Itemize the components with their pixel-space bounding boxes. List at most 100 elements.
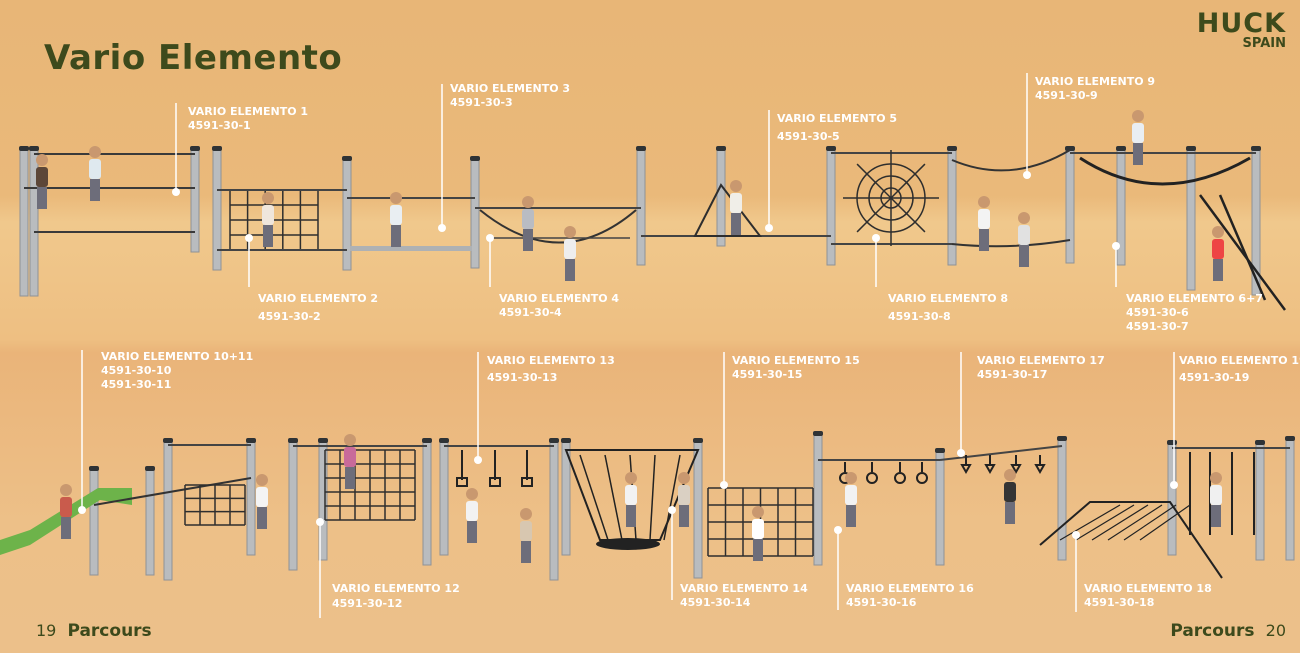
person-body bbox=[522, 209, 534, 229]
rope bbox=[1075, 504, 1135, 541]
leader-dot bbox=[316, 518, 324, 526]
gym-ring bbox=[866, 472, 878, 484]
leader-dot bbox=[872, 234, 880, 242]
rope bbox=[604, 454, 623, 541]
leader-dot bbox=[474, 456, 482, 464]
net-bridge bbox=[1079, 156, 1251, 186]
post-cap bbox=[1285, 436, 1295, 441]
person-legs bbox=[679, 505, 689, 527]
person-legs bbox=[257, 507, 267, 529]
post-cap bbox=[1065, 146, 1075, 151]
leader-dot bbox=[765, 224, 773, 232]
person-legs bbox=[731, 213, 741, 235]
post bbox=[1186, 149, 1196, 291]
person-legs bbox=[565, 259, 575, 281]
rope bbox=[1059, 504, 1121, 541]
leader-dot bbox=[245, 234, 253, 242]
post bbox=[439, 441, 449, 556]
person-head bbox=[678, 472, 690, 484]
climbing-net bbox=[1039, 501, 1223, 579]
section-label-right: Parcours bbox=[1170, 621, 1255, 641]
person-head bbox=[1132, 110, 1144, 122]
person-body bbox=[752, 519, 764, 539]
trapeze bbox=[960, 464, 972, 475]
post-cap bbox=[813, 431, 823, 436]
person-body bbox=[678, 485, 690, 505]
person-head bbox=[60, 484, 72, 496]
rope bbox=[1107, 504, 1163, 541]
post-cap bbox=[190, 146, 200, 151]
post-cap bbox=[212, 146, 222, 151]
section-label-left: Parcours bbox=[67, 621, 152, 641]
trapeze bbox=[984, 464, 996, 475]
rope bbox=[1123, 504, 1177, 541]
person-head bbox=[344, 434, 356, 446]
rope-bridge bbox=[951, 149, 1071, 172]
person-legs bbox=[345, 467, 355, 489]
person-head bbox=[520, 508, 532, 520]
person-legs bbox=[263, 225, 273, 247]
post bbox=[288, 441, 298, 571]
person-legs bbox=[1213, 259, 1223, 281]
person-head bbox=[262, 192, 274, 204]
post-cap bbox=[1167, 440, 1177, 445]
person-head bbox=[466, 488, 478, 500]
trapeze bbox=[1010, 464, 1022, 475]
post-cap bbox=[826, 146, 836, 151]
footer-left: 19 Parcours bbox=[36, 621, 152, 641]
post-cap bbox=[246, 438, 256, 443]
post bbox=[1065, 149, 1075, 264]
leader-dot bbox=[668, 506, 676, 514]
rope bbox=[649, 454, 656, 541]
person-legs bbox=[391, 225, 401, 247]
person-legs bbox=[626, 505, 636, 527]
post bbox=[1285, 439, 1295, 561]
person-body bbox=[1212, 239, 1224, 259]
gym-ring bbox=[894, 472, 906, 484]
post bbox=[716, 149, 726, 247]
person-head bbox=[1212, 226, 1224, 238]
post bbox=[826, 149, 836, 266]
post bbox=[89, 469, 99, 576]
post bbox=[190, 149, 200, 253]
person-head bbox=[845, 472, 857, 484]
rope bbox=[856, 197, 892, 233]
person-legs bbox=[979, 229, 989, 251]
person-head bbox=[752, 506, 764, 518]
person-body bbox=[60, 497, 72, 517]
post bbox=[163, 441, 173, 581]
post bbox=[19, 149, 29, 297]
person-head bbox=[390, 192, 402, 204]
post-cap bbox=[89, 466, 99, 471]
rope-bridge bbox=[951, 239, 1071, 248]
person-body bbox=[390, 205, 402, 225]
post-cap bbox=[1251, 146, 1261, 151]
post-cap bbox=[422, 438, 432, 443]
page-number-right: 20 bbox=[1265, 621, 1286, 640]
post-cap bbox=[561, 438, 571, 443]
footer-right: Parcours 20 bbox=[1170, 621, 1286, 641]
person-body bbox=[36, 167, 48, 187]
rope bbox=[890, 163, 926, 199]
gym-ring bbox=[916, 472, 928, 484]
person-legs bbox=[90, 179, 100, 201]
post-cap bbox=[1116, 146, 1126, 151]
trapeze bbox=[1034, 464, 1046, 475]
post-cap bbox=[439, 438, 449, 443]
person-legs bbox=[61, 517, 71, 539]
person-body bbox=[730, 193, 742, 213]
leader-dot bbox=[1112, 242, 1120, 250]
